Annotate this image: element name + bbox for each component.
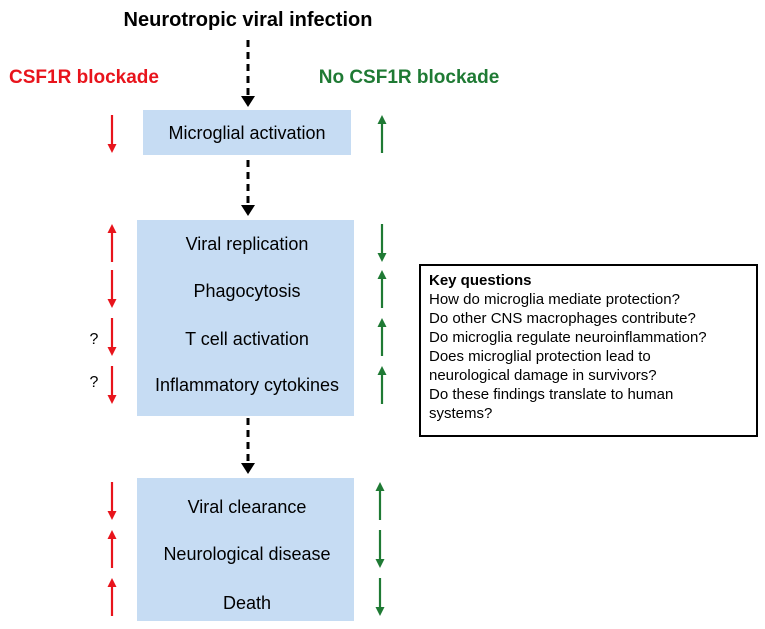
row-text-neurological-disease: Neurological disease [163, 544, 330, 564]
arrow-head [377, 270, 387, 279]
key-question-line: Do other CNS macrophages contribute? [429, 310, 696, 327]
arrow-head [375, 482, 385, 491]
key-question-line: Do microglia regulate neuroinflammation? [429, 329, 707, 346]
arrow-head [107, 144, 117, 153]
arrow-head [377, 253, 387, 262]
box-outcomes [137, 478, 354, 621]
row-text-t-cell-activation: T cell activation [185, 329, 309, 349]
arrow-head [107, 347, 117, 356]
flow-arrowhead-2 [241, 205, 255, 216]
left-arrow-death [107, 578, 117, 616]
arrow-head [107, 578, 117, 587]
key-question-line: Do these findings translate to human [429, 386, 673, 403]
key-questions-title: Key questions [429, 272, 532, 289]
arrow-head [377, 115, 387, 124]
csf1r-blockade-label: CSF1R blockade [9, 67, 159, 88]
arrow-head [377, 318, 387, 327]
question-mark-t-cell: ? [90, 331, 99, 348]
diagram-title: Neurotropic viral infection [124, 9, 373, 31]
right-arrow-microglial-activation [377, 115, 387, 153]
left-arrow-inflammatory-cytokines [107, 366, 117, 404]
arrow-head [107, 395, 117, 404]
left-arrow-neurological-disease [107, 530, 117, 568]
right-arrow-death [375, 578, 385, 616]
no-csf1r-blockade-label: No CSF1R blockade [319, 67, 500, 88]
arrow-head [377, 366, 387, 375]
row-text-microglial-activation: Microglial activation [168, 123, 325, 143]
left-arrow-microglial-activation [107, 115, 117, 153]
flow-arrowhead-1 [241, 96, 255, 107]
arrow-head [375, 607, 385, 616]
right-arrow-inflammatory-cytokines [377, 366, 387, 404]
row-text-inflammatory-cytokines: Inflammatory cytokines [155, 375, 339, 395]
left-arrow-phagocytosis [107, 270, 117, 308]
right-arrow-t-cell-activation [377, 318, 387, 356]
question-mark-cytokines: ? [90, 374, 99, 391]
row-text-phagocytosis: Phagocytosis [193, 281, 300, 301]
key-question-line: How do microglia mediate protection? [429, 291, 680, 308]
arrow-head [107, 530, 117, 539]
flow-arrowhead-3 [241, 463, 255, 474]
box-viral-response [137, 220, 354, 416]
right-arrow-viral-replication [377, 224, 387, 262]
left-arrow-viral-replication [107, 224, 117, 262]
row-text-viral-replication: Viral replication [186, 234, 309, 254]
arrow-head [107, 224, 117, 233]
arrow-head [107, 511, 117, 520]
key-question-line: systems? [429, 405, 492, 422]
key-question-line: Does microglial protection lead to [429, 348, 651, 365]
key-questions-box [419, 264, 758, 437]
arrow-head [107, 299, 117, 308]
right-arrow-viral-clearance [375, 482, 385, 520]
left-arrow-t-cell-activation [107, 318, 117, 356]
right-arrow-neurological-disease [375, 530, 385, 568]
box-microglial-activation [143, 110, 351, 155]
arrow-head [375, 559, 385, 568]
left-arrow-viral-clearance [107, 482, 117, 520]
row-text-death: Death [223, 593, 271, 613]
row-text-viral-clearance: Viral clearance [188, 497, 307, 517]
right-arrow-phagocytosis [377, 270, 387, 308]
key-question-line: neurological damage in survivors? [429, 367, 657, 384]
